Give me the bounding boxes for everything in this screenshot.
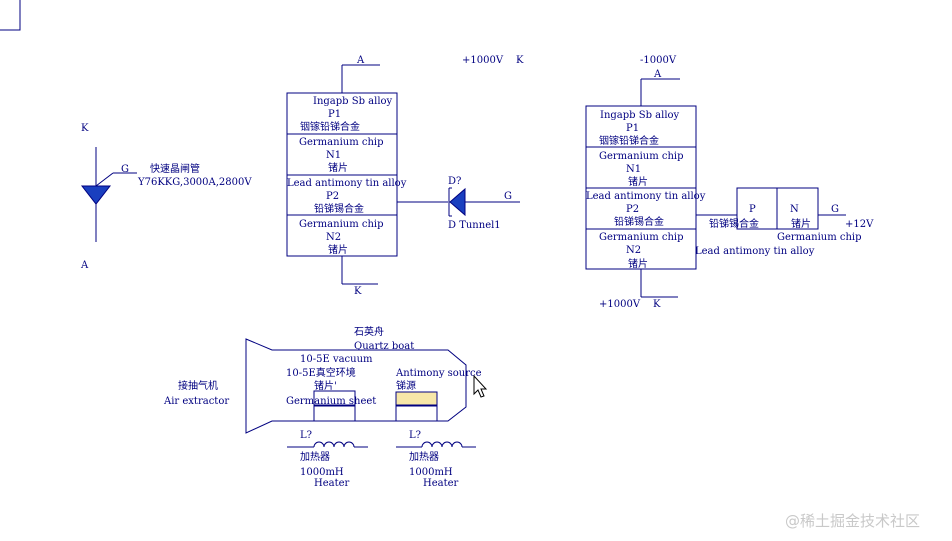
- gate-g-label: G: [831, 204, 839, 215]
- heater-2-ref: L?: [409, 430, 421, 441]
- right-a-label: A: [653, 69, 662, 80]
- right-p2: P2: [626, 204, 639, 215]
- boat-en: Quartz boat: [354, 341, 414, 352]
- heater-2-coil[interactable]: [396, 441, 476, 448]
- right-p1: P1: [626, 123, 639, 134]
- mid-p2: P2: [326, 191, 339, 202]
- diode-name: D Tunnel1: [448, 220, 501, 231]
- gate-n-en: Germanium chip: [777, 232, 862, 243]
- thyristor-k-label: K: [81, 123, 89, 134]
- antimony-en: Antimony source: [395, 368, 482, 379]
- mid-n2-en: Germanium chip: [299, 219, 384, 230]
- heater-1-cn: 加热器: [300, 450, 330, 463]
- extractor-cn: 接抽气机: [178, 379, 218, 392]
- heater-2-cn: 加热器: [409, 450, 439, 463]
- heater-1-en: Heater: [314, 478, 350, 489]
- mid-p2-en: Lead antimony tin alloy: [287, 178, 407, 189]
- sheet-en: Germanium sheet: [286, 396, 376, 407]
- gate-p-cn: 铅锑锡合金: [709, 217, 759, 230]
- heater-1-ref: L?: [300, 430, 312, 441]
- mouse-cursor-icon: [473, 374, 488, 398]
- mid-p1: P1: [328, 109, 341, 120]
- right-n1-en: Germanium chip: [599, 151, 684, 162]
- thyristor-g-label: G: [121, 164, 129, 175]
- mid-k-label: K: [354, 286, 362, 297]
- right-p2-cn: 铅锑锡合金: [614, 215, 664, 228]
- sheet-cn: 锗片': [314, 379, 337, 392]
- thyristor-a-label: A: [80, 260, 89, 271]
- right-k-label: K: [653, 299, 661, 310]
- right-n2-en: Germanium chip: [599, 232, 684, 243]
- right-voltage-bottom: +1000V: [599, 299, 641, 310]
- watermark: @稀土掘金技术社区: [785, 512, 920, 530]
- mid-voltage: +1000V: [462, 55, 504, 66]
- heater-1-coil[interactable]: [287, 441, 368, 448]
- mid-n2-cn: 锗片: [328, 243, 348, 256]
- vacuum-furnace[interactable]: [245, 338, 467, 434]
- mid-p2-cn: 铅锑锡合金: [314, 202, 364, 215]
- diode-ref: D?: [448, 176, 461, 187]
- boat-cn: 石英舟: [354, 325, 384, 338]
- right-p1-cn: 铟镓铅锑合金: [599, 134, 659, 147]
- right-n2-cn: 锗片: [628, 257, 648, 270]
- corner-marker: [0, 0, 21, 31]
- extractor-en: Air extractor: [163, 396, 229, 407]
- mid-n1-cn: 锗片: [328, 161, 348, 174]
- right-n1: N1: [626, 164, 641, 175]
- mid-k-top-label: K: [516, 55, 524, 66]
- right-n2: N2: [626, 245, 641, 256]
- thyristor-spec: Y76KKG,3000A,2800V: [137, 177, 252, 188]
- mid-n1: N1: [326, 150, 341, 161]
- mid-layer-stack[interactable]: [286, 64, 448, 285]
- heater-2-value: 1000mH: [409, 467, 453, 478]
- vacuum-cn: 10-5E真空环境: [286, 366, 356, 379]
- mid-p1-cn: 铟镓铅锑合金: [300, 120, 360, 133]
- mid-n1-en: Germanium chip: [299, 137, 384, 148]
- gate-p-en: Lead antimony tin alloy: [695, 246, 815, 257]
- gate-p-label: P: [749, 204, 756, 215]
- thyristor-symbol[interactable]: [80, 147, 137, 242]
- right-p2-en: Lead antimony tin alloy: [586, 191, 706, 202]
- antimony-cn: 锑源: [396, 379, 416, 392]
- right-layer-stack[interactable]: [585, 78, 846, 298]
- heater-2-en: Heater: [423, 478, 459, 489]
- gate-n-cn: 锗片: [791, 217, 811, 230]
- germanium-sheet-block: [313, 390, 356, 406]
- gate-voltage: +12V: [845, 219, 874, 230]
- antimony-source-block: [395, 391, 438, 406]
- mid-n2: N2: [326, 232, 341, 243]
- vacuum-en: 10-5E vacuum: [300, 354, 373, 365]
- right-n1-cn: 锗片: [628, 175, 648, 188]
- thyristor-name: 快速晶闸管: [150, 162, 200, 175]
- diode-g-label: G: [504, 191, 512, 202]
- heater-1-value: 1000mH: [300, 467, 344, 478]
- mid-a-label: A: [356, 55, 365, 66]
- right-p1-en: Ingapb Sb alloy: [600, 110, 680, 121]
- right-voltage-top: -1000V: [640, 55, 677, 66]
- diode-triangle: [449, 187, 466, 217]
- gate-n-label: N: [790, 204, 799, 215]
- thyristor-triangle: [80, 185, 112, 205]
- tunnel-diode[interactable]: [448, 187, 520, 217]
- mid-p1-en: Ingapb Sb alloy: [313, 96, 393, 107]
